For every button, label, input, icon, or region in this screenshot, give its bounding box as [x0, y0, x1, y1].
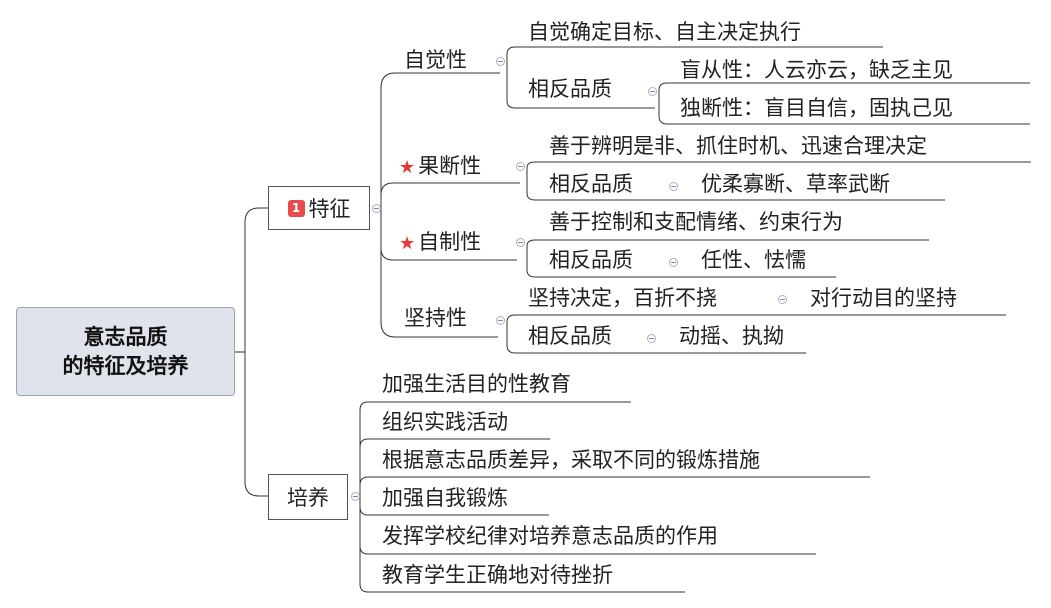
star-icon: ★ [399, 233, 416, 254]
cultivation-topic[interactable]: 培养 [268, 474, 348, 520]
opposite-label[interactable]: 相反品质 [549, 248, 633, 272]
trait-desc[interactable]: 善于辨明是非、抓住时机、迅速合理决定 [549, 134, 927, 158]
trait-perseverance[interactable]: 坚持性 [404, 305, 467, 331]
priority-1-icon: 1 [287, 199, 305, 217]
trait-name: 自觉性 [404, 48, 467, 72]
trait-name: 自制性 [418, 230, 482, 254]
collapse-toggle-icon[interactable] [496, 57, 505, 66]
root-title-line2: 的特征及培养 [62, 353, 189, 378]
trait-decisive[interactable]: ★果断性 [399, 153, 481, 181]
opposite-item[interactable]: 盲从性：人云亦云，缺乏主见 [680, 58, 953, 82]
features-topic[interactable]: 1 特征 [268, 186, 370, 230]
cultivation-item[interactable]: 组织实践活动 [382, 410, 508, 434]
star-icon: ★ [399, 157, 416, 178]
collapse-toggle-icon[interactable] [778, 295, 787, 304]
opposite-item[interactable]: 优柔寡断、草率武断 [701, 172, 890, 196]
trait-name: 果断性 [418, 154, 482, 178]
collapse-toggle-icon[interactable] [351, 492, 360, 501]
opposite-label[interactable]: 相反品质 [528, 77, 612, 101]
cultivation-item[interactable]: 加强自我锻炼 [382, 486, 508, 510]
collapse-toggle-icon[interactable] [496, 316, 505, 325]
opposite-item[interactable]: 动摇、执拗 [679, 324, 784, 348]
cultivation-item[interactable]: 加强生活目的性教育 [382, 372, 571, 396]
opposite-label[interactable]: 相反品质 [549, 172, 633, 196]
collapse-toggle-icon[interactable] [669, 182, 678, 191]
collapse-toggle-icon[interactable] [516, 162, 525, 171]
opposite-item[interactable]: 独断性：盲目自信，固执己见 [680, 96, 953, 120]
collapse-toggle-icon[interactable] [516, 238, 525, 247]
collapse-toggle-icon[interactable] [372, 204, 381, 213]
trait-self-control[interactable]: ★自制性 [399, 229, 481, 257]
collapse-toggle-icon[interactable] [648, 87, 657, 96]
trait-conscientious[interactable]: 自觉性 [404, 47, 467, 73]
cultivation-item[interactable]: 教育学生正确地对待挫折 [382, 563, 613, 587]
root-topic[interactable]: 意志品质 的特征及培养 [16, 307, 235, 396]
collapse-toggle-icon[interactable] [669, 258, 678, 267]
trait-desc-child[interactable]: 对行动目的坚持 [810, 286, 957, 310]
opposite-label[interactable]: 相反品质 [528, 324, 612, 348]
opposite-item[interactable]: 任性、怯懦 [701, 248, 806, 272]
cultivation-label: 培养 [287, 486, 329, 510]
trait-desc[interactable]: 自觉确定目标、自主决定执行 [528, 20, 801, 44]
root-title-line1: 意志品质 [83, 324, 168, 349]
cultivation-item[interactable]: 发挥学校纪律对培养意志品质的作用 [382, 524, 718, 548]
trait-desc[interactable]: 善于控制和支配情绪、约束行为 [549, 210, 843, 234]
trait-name: 坚持性 [404, 306, 467, 330]
cultivation-item[interactable]: 根据意志品质差异，采取不同的锻炼措施 [382, 448, 760, 472]
trait-desc[interactable]: 坚持决定，百折不挠 [528, 286, 717, 310]
features-label: 特征 [308, 197, 351, 221]
collapse-toggle-icon[interactable] [647, 334, 656, 343]
